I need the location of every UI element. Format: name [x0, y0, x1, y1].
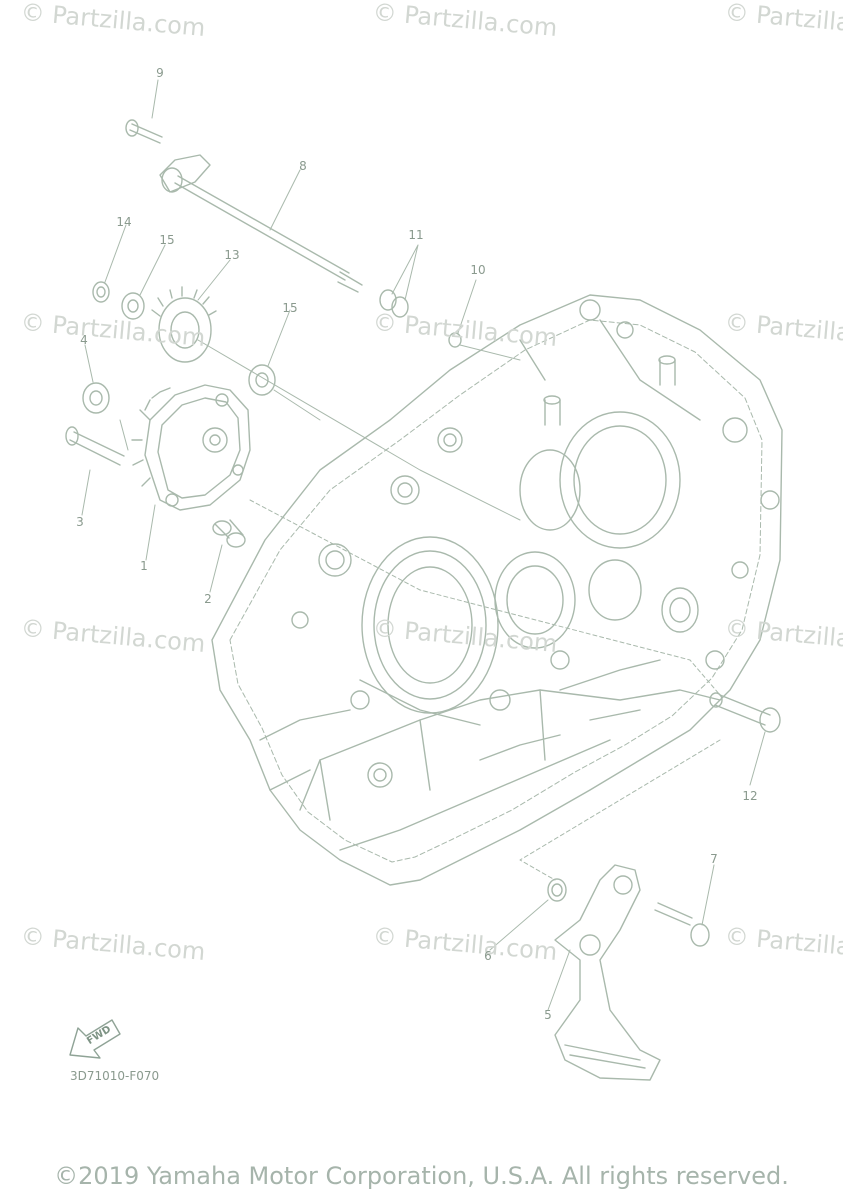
callout-4: 4 [80, 333, 88, 347]
callout-15: 15 [282, 301, 298, 315]
callout-9: 9 [156, 66, 164, 80]
callout-12: 12 [742, 789, 758, 803]
callout-15: 15 [159, 233, 175, 247]
callout-5: 5 [544, 1008, 552, 1022]
fwd-arrow-drawing [69, 1019, 121, 1059]
callout-2: 2 [204, 592, 212, 606]
callout-14: 14 [116, 215, 132, 229]
callout-1: 1 [140, 559, 148, 573]
oil-pipe-drawing [125, 119, 462, 348]
callout-13: 13 [224, 248, 240, 262]
callout-3: 3 [76, 515, 84, 529]
callout-7: 7 [710, 852, 718, 866]
oil-pump-drawing [65, 281, 276, 548]
callout-10: 10 [470, 263, 486, 277]
crankcase-drawing [211, 294, 783, 886]
figure-code: 3D71010-F070 [70, 1069, 160, 1083]
callout-8: 8 [299, 159, 307, 173]
dowel-drawing [709, 692, 781, 733]
callout-11: 11 [408, 228, 424, 242]
leader-lines [81, 79, 766, 1011]
callout-6: 6 [484, 949, 492, 963]
oil-strainer-drawing [547, 864, 710, 1081]
copyright-notice: ©2019 Yamaha Motor Corporation, U.S.A. A… [54, 1162, 789, 1190]
